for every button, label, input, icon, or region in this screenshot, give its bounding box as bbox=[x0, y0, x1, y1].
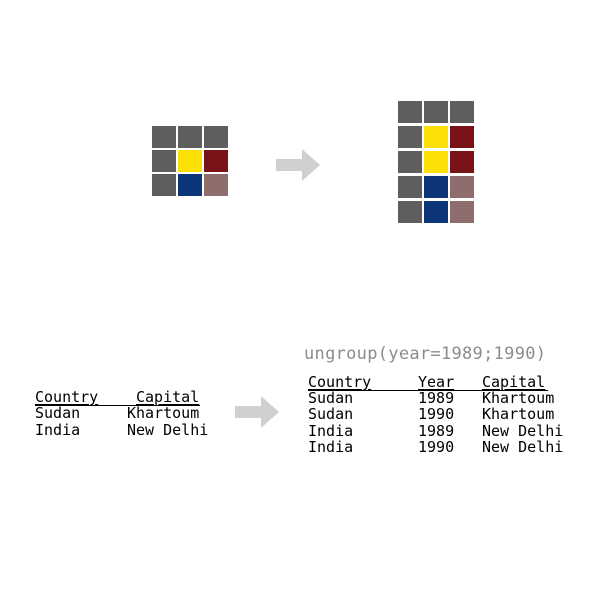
after-grid-cell-grey bbox=[450, 101, 474, 123]
after-grid-cell-mauve bbox=[450, 201, 474, 223]
before-row-2-capital: New Delhi bbox=[127, 421, 209, 439]
before-grid-cell-navy bbox=[178, 174, 202, 196]
after-grid-cell-grey bbox=[398, 201, 422, 223]
before-header-capital: Capital bbox=[136, 388, 200, 406]
after-row-4-capital: New Delhi bbox=[482, 438, 564, 456]
after-row-3-year: 1989 bbox=[418, 422, 455, 440]
before-header-rule bbox=[35, 405, 200, 406]
before-grid-cell-grey bbox=[152, 174, 176, 196]
after-row-1-country: Sudan bbox=[308, 389, 354, 407]
before-grid-cell-grey bbox=[152, 150, 176, 172]
right-arrow-icon bbox=[235, 396, 279, 428]
after-grid-cell-maroon bbox=[450, 151, 474, 173]
before-grid-cell-mauve bbox=[204, 174, 228, 196]
after-header-rule bbox=[308, 390, 548, 391]
right-arrow-icon bbox=[276, 149, 320, 181]
after-grid-cell-grey bbox=[398, 176, 422, 198]
after-grid-cell-grey bbox=[398, 101, 422, 123]
before-grid-cell-grey bbox=[152, 126, 176, 148]
before-row-1-capital: Khartoum bbox=[127, 404, 200, 422]
after-grid-cell-grey bbox=[398, 151, 422, 173]
after-grid-cell-navy bbox=[424, 176, 448, 198]
after-row-3-country: India bbox=[308, 422, 354, 440]
after-grid-cell-maroon bbox=[450, 126, 474, 148]
after-header-capital: Capital bbox=[482, 373, 546, 391]
after-row-2-year: 1990 bbox=[418, 405, 455, 423]
after-row-4-country: India bbox=[308, 438, 354, 456]
after-grid-cell-navy bbox=[424, 201, 448, 223]
after-header-year: Year bbox=[418, 373, 455, 391]
after-grid-cell-grey bbox=[424, 101, 448, 123]
after-row-4-year: 1990 bbox=[418, 438, 455, 456]
after-grid-cell-yellow bbox=[424, 126, 448, 148]
before-grid-cell-grey bbox=[204, 126, 228, 148]
after-row-2-capital: Khartoum bbox=[482, 405, 555, 423]
before-row-2-country: India bbox=[35, 421, 81, 439]
after-header-country: Country bbox=[308, 373, 372, 391]
before-header-country: Country bbox=[35, 388, 99, 406]
before-grid-cell-yellow bbox=[178, 150, 202, 172]
after-row-1-year: 1989 bbox=[418, 389, 455, 407]
before-grid-cell-grey bbox=[178, 126, 202, 148]
function-call-label: ungroup(year=1989;1990) bbox=[304, 344, 547, 364]
after-row-2-country: Sudan bbox=[308, 405, 354, 423]
after-row-3-capital: New Delhi bbox=[482, 422, 564, 440]
after-grid-cell-yellow bbox=[424, 151, 448, 173]
before-row-1-country: Sudan bbox=[35, 404, 81, 422]
after-grid-cell-grey bbox=[398, 126, 422, 148]
after-row-1-capital: Khartoum bbox=[482, 389, 555, 407]
after-grid-cell-mauve bbox=[450, 176, 474, 198]
before-grid-cell-maroon bbox=[204, 150, 228, 172]
